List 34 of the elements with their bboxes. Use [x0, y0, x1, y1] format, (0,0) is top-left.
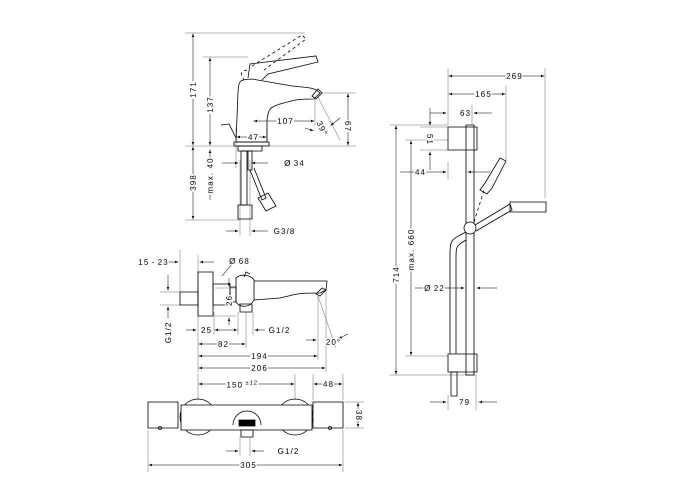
dimension-label: 67 — [344, 120, 352, 132]
dimension-label: 150 $^{±12}$ — [225, 379, 259, 389]
dimension-label: 15 - 23 — [137, 258, 169, 266]
dimension-label: G1/2 — [276, 447, 300, 455]
dimension-label: 714 — [392, 266, 400, 284]
dimension-label: 44 — [414, 168, 426, 176]
dimension-label: 137 — [206, 96, 214, 114]
dimension-label: 20° — [324, 338, 342, 346]
dimension-label: 171 — [189, 81, 197, 99]
dimension-label: 47 — [247, 133, 260, 141]
dimension-label: max. 660 — [407, 228, 415, 272]
dimension-label: 206 — [250, 364, 268, 372]
dimension-label: 51 — [426, 133, 434, 145]
dimension-label: 79 — [458, 398, 470, 406]
dimension-label: Ø 34 — [283, 159, 305, 167]
dimension-label: 194 — [250, 352, 268, 360]
dimension-label: G1/2 — [268, 326, 290, 334]
dimension-label: Ø 68 — [228, 257, 250, 265]
dimension-label: 305 — [239, 461, 257, 469]
dimension-label: 26 — [225, 295, 233, 307]
dimension-label: 63 — [459, 109, 472, 117]
dimension-label: 25 — [200, 326, 212, 334]
dimension-label: 269 — [505, 72, 523, 80]
dimension-label: 398 — [189, 174, 197, 192]
dimension-label: G1/2 — [164, 322, 172, 344]
dimension-label: 48 — [322, 380, 334, 388]
dimension-label: Ø 22 — [423, 284, 445, 292]
dimension-label: max. 40 — [206, 157, 214, 195]
dimension-label: 107 — [276, 117, 294, 125]
dimension-label: 38 — [355, 409, 363, 422]
dimension-label: G3/8 — [272, 227, 296, 235]
dimension-label: 165 — [474, 90, 492, 98]
dimension-label: 82 — [217, 340, 230, 348]
dimension-label: 39° — [315, 118, 329, 138]
